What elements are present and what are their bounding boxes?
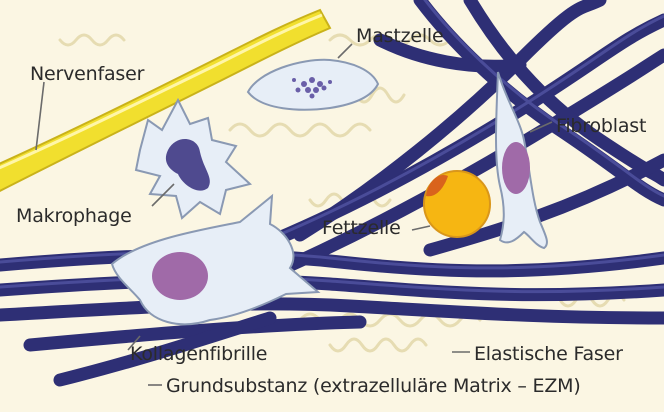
label-elastic-fiber: Elastische Faser bbox=[474, 343, 623, 365]
label-mast-cell: Mastzelle bbox=[356, 25, 444, 47]
label-ground-substance: Grundsubstanz (extrazelluläre Matrix – E… bbox=[166, 375, 581, 397]
fat-cell-shape bbox=[424, 171, 490, 237]
label-fibroblast: Fibroblast bbox=[556, 115, 646, 137]
label-macrophage: Makrophage bbox=[16, 205, 132, 227]
label-nerve-fiber: Nervenfaser bbox=[30, 63, 145, 85]
label-collagen-fibril: Kollagenfibrille bbox=[130, 343, 267, 365]
label-fat-cell: Fettzelle bbox=[322, 217, 401, 239]
